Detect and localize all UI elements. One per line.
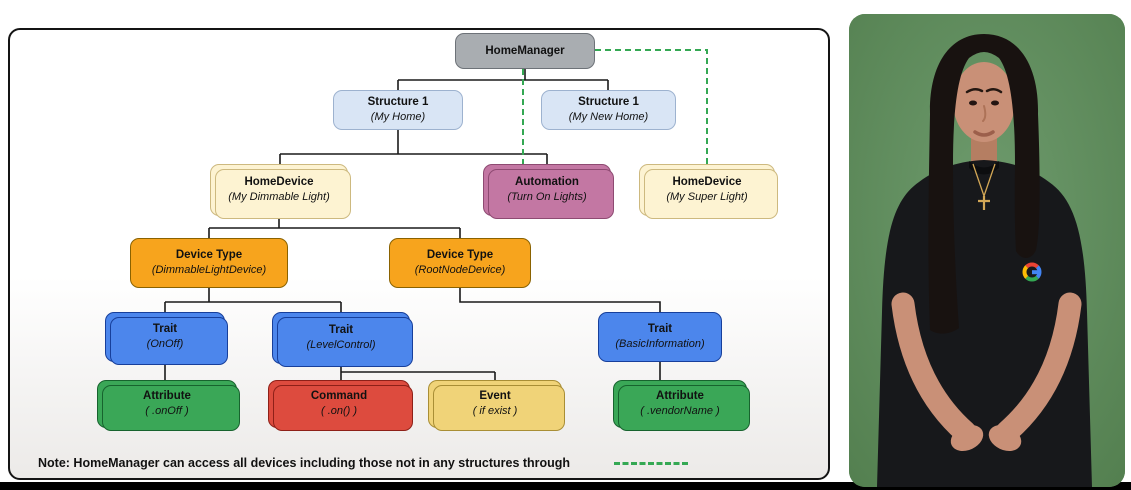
node-subtitle: ( if exist )	[472, 405, 518, 418]
node-subtitle: (LevelControl)	[306, 339, 376, 352]
node-title: Trait	[152, 323, 178, 336]
node-command-on: Command ( .on() )	[268, 380, 413, 431]
node-trait-levelcontrol: Trait (LevelControl)	[272, 312, 413, 367]
node-structure-my-new-home: Structure 1 (My New Home)	[541, 90, 676, 130]
diagram-note-row: Note: HomeManager can access all devices…	[38, 456, 689, 470]
connector-devicetype-traits	[164, 288, 342, 312]
node-subtitle: (BasicInformation)	[615, 338, 705, 351]
presenter-face	[953, 62, 1015, 142]
node-subtitle: (OnOff)	[146, 338, 184, 351]
node-title: Trait	[647, 323, 673, 336]
node-subtitle: (My Dimmable Light)	[228, 191, 330, 204]
diagram-note: Note: HomeManager can access all devices…	[38, 456, 571, 470]
node-title: Event	[479, 390, 511, 403]
video-letterbox-bar	[0, 482, 1131, 490]
node-event-if-exist: Event ( if exist )	[428, 380, 565, 431]
connector-structure-children	[279, 130, 548, 164]
presenter-video	[849, 14, 1125, 487]
connector-trait-command-event	[340, 364, 496, 380]
node-title: HomeDevice	[672, 176, 742, 189]
node-title: Trait	[328, 324, 354, 337]
diagram-connectors	[164, 49, 708, 380]
node-attribute-onoff: Attribute ( .onOff )	[97, 380, 240, 431]
dashed-line-legend	[614, 461, 689, 465]
node-subtitle: (DimmableLightDevice)	[151, 264, 267, 277]
node-title: Attribute	[656, 390, 704, 403]
node-attribute-vendorname: Attribute ( .vendorName )	[613, 380, 750, 431]
node-trait-onoff: Trait (OnOff)	[105, 312, 228, 365]
node-subtitle: (Turn On Lights)	[507, 191, 587, 204]
node-devicetype-rootnodedevice: Device Type (RootNodeDevice)	[389, 238, 531, 288]
node-homedevice-my-dimmable-light: HomeDevice (My Dimmable Light)	[210, 164, 351, 219]
diagram-panel: HomeManager Structure 1 (My Home) Struct…	[8, 28, 830, 480]
node-title: HomeDevice	[244, 176, 314, 189]
node-title: Device Type	[426, 249, 494, 262]
presenter-hair	[928, 34, 1040, 334]
presenter-illustration	[849, 14, 1125, 487]
node-subtitle: (RootNodeDevice)	[414, 264, 506, 277]
node-subtitle: (My Super Light)	[666, 191, 748, 204]
google-g-logo	[1022, 262, 1042, 282]
node-subtitle: ( .on() )	[320, 405, 358, 418]
cross-necklace	[972, 163, 996, 210]
connector-homemanager-structures	[397, 69, 609, 90]
node-homemanager: HomeManager	[455, 33, 595, 69]
node-trait-basicinformation: Trait (BasicInformation)	[598, 312, 722, 362]
dashed-link-homemanager-superlight	[595, 49, 708, 164]
connector-rootnode-trait	[459, 288, 661, 312]
node-devicetype-dimmablelightdevice: Device Type (DimmableLightDevice)	[130, 238, 288, 288]
node-title: Structure 1	[578, 96, 639, 109]
node-title: Attribute	[143, 390, 191, 403]
presenter-arms	[891, 292, 1082, 452]
node-subtitle: ( .vendorName )	[640, 405, 720, 418]
node-title: Structure 1	[367, 96, 429, 109]
node-automation-turn-on-lights: Automation (Turn On Lights)	[483, 164, 614, 219]
node-title: HomeManager	[485, 44, 565, 57]
node-title: Automation	[515, 176, 579, 189]
node-title: Device Type	[175, 249, 243, 262]
node-homedevice-my-super-light: HomeDevice (My Super Light)	[639, 164, 778, 219]
connector-homedevice-devicetypes	[208, 216, 461, 238]
node-subtitle: (My New Home)	[568, 111, 649, 124]
shirt-collar	[969, 161, 999, 175]
node-subtitle: (My Home)	[370, 111, 426, 124]
node-structure-my-home: Structure 1 (My Home)	[333, 90, 463, 130]
node-subtitle: ( .onOff )	[145, 405, 189, 418]
node-title: Command	[310, 390, 368, 403]
